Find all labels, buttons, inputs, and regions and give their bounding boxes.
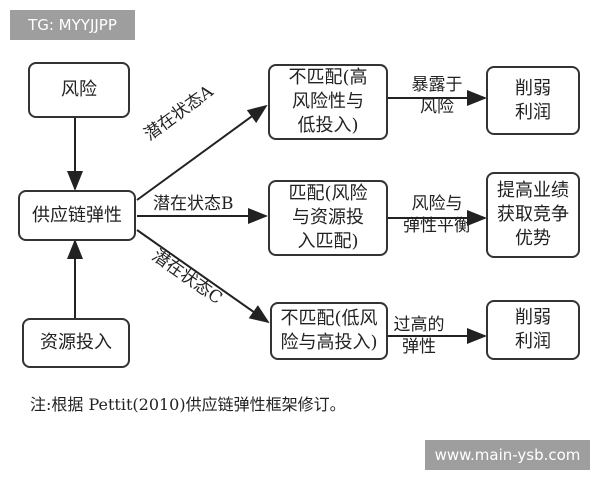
watermark-top: TG: MYYJJPP (10, 10, 135, 40)
line: 削弱 (515, 307, 551, 328)
line: 风险 (420, 97, 454, 117)
edge-label-result-a: 暴露于风险 (392, 74, 482, 118)
line: 削弱 (515, 77, 551, 99)
line: 风险性与 (292, 91, 364, 112)
node-result-a: 削弱利润 (486, 66, 580, 135)
line: 低投入) (297, 115, 359, 136)
watermark-bottom: www.main-ysb.com (425, 440, 590, 470)
line: 获取竞争 (497, 204, 569, 225)
line: 提高业绩 (497, 180, 569, 201)
edge-label-state-b: 潜在状态B (153, 194, 234, 214)
line: 不匹配(高 (288, 67, 368, 88)
node-result-b: 提高业绩获取竞争优势 (486, 172, 580, 258)
line: 与资源投 (292, 207, 364, 228)
line: 过高的 (393, 315, 445, 335)
node-result-c: 削弱利润 (486, 300, 580, 360)
note: 注:根据 Pettit(2010)供应链弹性框架修订。 (30, 395, 346, 414)
line: 利润 (515, 331, 551, 352)
line: 弹性 (402, 337, 436, 357)
arrow-state-c (136, 229, 270, 324)
node-resource: 资源投入 (22, 318, 130, 368)
node-risk: 风险 (28, 62, 130, 118)
edge-label-result-c: 过高的弹性 (384, 314, 454, 358)
edge-label-result-b: 风险与弹性平衡 (390, 193, 484, 237)
line: 弹性平衡 (403, 216, 471, 236)
line: 利润 (515, 101, 551, 123)
node-state-a: 不匹配(高风险性与低投入) (268, 64, 388, 140)
node-resilience: 供应链弹性 (18, 190, 136, 241)
arrow-state-a (136, 104, 268, 201)
node-state-c: 不匹配(低风险与高投入) (270, 302, 388, 360)
line: 险与高投入) (280, 332, 378, 353)
node-state-b: 匹配(风险与资源投入匹配) (268, 180, 388, 256)
line: 暴露于 (411, 75, 463, 95)
line: 不匹配(低风 (280, 308, 378, 329)
line: 风险与 (411, 194, 463, 214)
line: 匹配(风险 (288, 183, 368, 204)
line: 优势 (515, 228, 551, 249)
line: 入匹配) (297, 231, 359, 252)
